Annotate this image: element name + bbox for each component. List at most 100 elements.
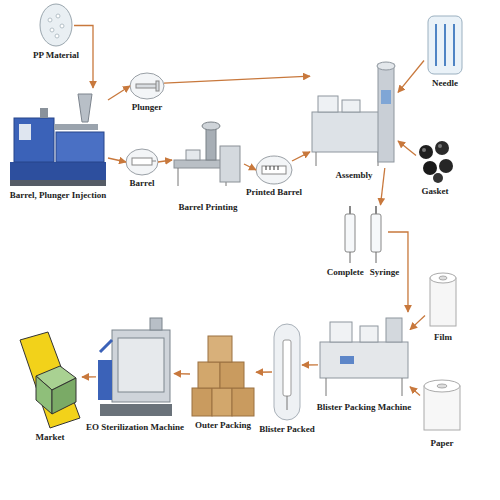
syringe-pair xyxy=(345,206,381,263)
plunger-part xyxy=(130,73,164,99)
assembly-machine-part xyxy=(316,152,317,166)
step-label: Blister Packing Machine xyxy=(317,402,411,413)
blister-machine-part xyxy=(402,378,403,396)
injection-machine-part xyxy=(10,180,106,186)
barrel-part xyxy=(126,149,158,175)
printing-machine-part xyxy=(220,146,240,182)
assembly-machine-part xyxy=(342,100,360,112)
step-label: Barrel Printing xyxy=(178,202,237,213)
gasket-parts-part xyxy=(435,141,449,155)
process-step: Needle xyxy=(424,14,466,76)
blister-machine-part xyxy=(360,326,378,342)
step-label: Paper xyxy=(431,438,454,449)
flow-arrow xyxy=(302,364,318,366)
needle-pack-part xyxy=(435,24,437,66)
step-caption: Film xyxy=(434,332,452,343)
plunger-part-part xyxy=(130,73,164,99)
flow-arrow xyxy=(410,316,425,330)
process-step: Printed Barrel xyxy=(256,155,292,185)
flow-arrow xyxy=(82,376,96,378)
flow-arrow xyxy=(108,86,130,100)
flow-arrow xyxy=(256,371,272,373)
flow-arrow xyxy=(381,168,385,205)
eo-machine-part xyxy=(112,330,170,402)
carton-stack xyxy=(192,336,254,416)
assembly-machine-part xyxy=(312,112,382,152)
process-step: PP Material xyxy=(38,3,74,48)
eo-machine-part xyxy=(100,340,112,352)
film-roll-part xyxy=(430,273,456,283)
injection-machine xyxy=(10,94,106,186)
blister-machine-part xyxy=(326,378,327,396)
process-step: Outer Packing xyxy=(190,330,256,418)
market-icon-part xyxy=(36,376,52,414)
step-label: Gasket xyxy=(422,186,449,197)
flow-arrow xyxy=(398,141,416,155)
step-caption: Needle xyxy=(432,78,458,89)
printing-machine-part xyxy=(178,168,179,186)
assembly-machine-part xyxy=(377,62,395,70)
barrel-part-part xyxy=(126,149,158,175)
carton-stack-part xyxy=(232,388,254,416)
step-label: Market xyxy=(36,432,65,443)
eo-machine xyxy=(98,318,172,416)
syringe-pair-part xyxy=(375,206,377,214)
step-label: Barrel, Plunger Injection xyxy=(10,190,106,201)
printing-machine-part xyxy=(202,122,220,130)
step-caption: Assembly xyxy=(335,170,372,181)
paper-roll-part xyxy=(437,384,447,388)
assembly-machine-part xyxy=(378,64,394,162)
process-step: Blister Packing Machine xyxy=(318,312,410,400)
step-label: Needle xyxy=(432,78,458,89)
flow-arrow xyxy=(410,387,420,396)
step-label: Barrel xyxy=(130,178,155,189)
blister-pack-part xyxy=(283,340,291,396)
pp-granules-part xyxy=(60,24,64,28)
needle-pack-part xyxy=(453,24,455,66)
assembly-machine-part xyxy=(318,96,338,112)
step-caption: Barrel Printing xyxy=(178,202,237,213)
syringe-pair-part xyxy=(345,214,355,252)
printed-barrel-part-part xyxy=(266,166,267,170)
blister-pack-part xyxy=(274,324,300,420)
eo-machine-part xyxy=(100,404,172,416)
eo-machine-part xyxy=(150,318,162,330)
eo-machine-part xyxy=(98,360,112,400)
step-label: Printed Barrel xyxy=(246,187,302,198)
gasket-parts-part xyxy=(439,159,453,173)
step-caption: CompleteSyringe xyxy=(327,267,400,278)
carton-stack-part xyxy=(192,388,212,416)
step-label: PP Material xyxy=(33,50,79,61)
carton-stack-part xyxy=(198,362,220,388)
injection-machine-part xyxy=(14,118,54,162)
assembly-machine xyxy=(312,62,395,166)
process-step: Barrel, Plunger Injection xyxy=(8,88,108,188)
paper-roll-part xyxy=(424,380,460,392)
flow-arrow xyxy=(174,373,190,375)
flow-arrow xyxy=(158,160,172,162)
step-caption: Barrel xyxy=(130,178,155,189)
gasket-parts-part xyxy=(423,161,437,175)
blister-machine-part xyxy=(320,342,408,378)
process-step: Assembly xyxy=(310,60,398,168)
market-icon-part xyxy=(52,378,76,414)
process-step: Barrel Printing xyxy=(172,120,244,200)
film-roll xyxy=(430,273,456,326)
pp-granules-part xyxy=(55,34,59,38)
syringe-pair-part xyxy=(376,252,377,263)
pp-granules-part xyxy=(40,4,72,46)
printed-barrel-part xyxy=(256,156,292,184)
needle-pack-part xyxy=(428,16,462,74)
market-icon xyxy=(20,332,80,428)
syringe-pair-part xyxy=(349,206,351,214)
blister-machine xyxy=(320,318,408,396)
step-label: Outer Packing xyxy=(195,420,251,431)
blister-pack xyxy=(274,324,300,420)
needle-pack-part xyxy=(444,24,446,66)
process-step: Film xyxy=(425,272,461,330)
blister-pack-part xyxy=(287,396,288,410)
process-step: CompleteSyringe xyxy=(338,205,388,265)
step-caption: Gasket xyxy=(422,186,449,197)
flow-arrow xyxy=(398,61,424,93)
process-step: EO Sterilization Machine xyxy=(96,312,174,420)
